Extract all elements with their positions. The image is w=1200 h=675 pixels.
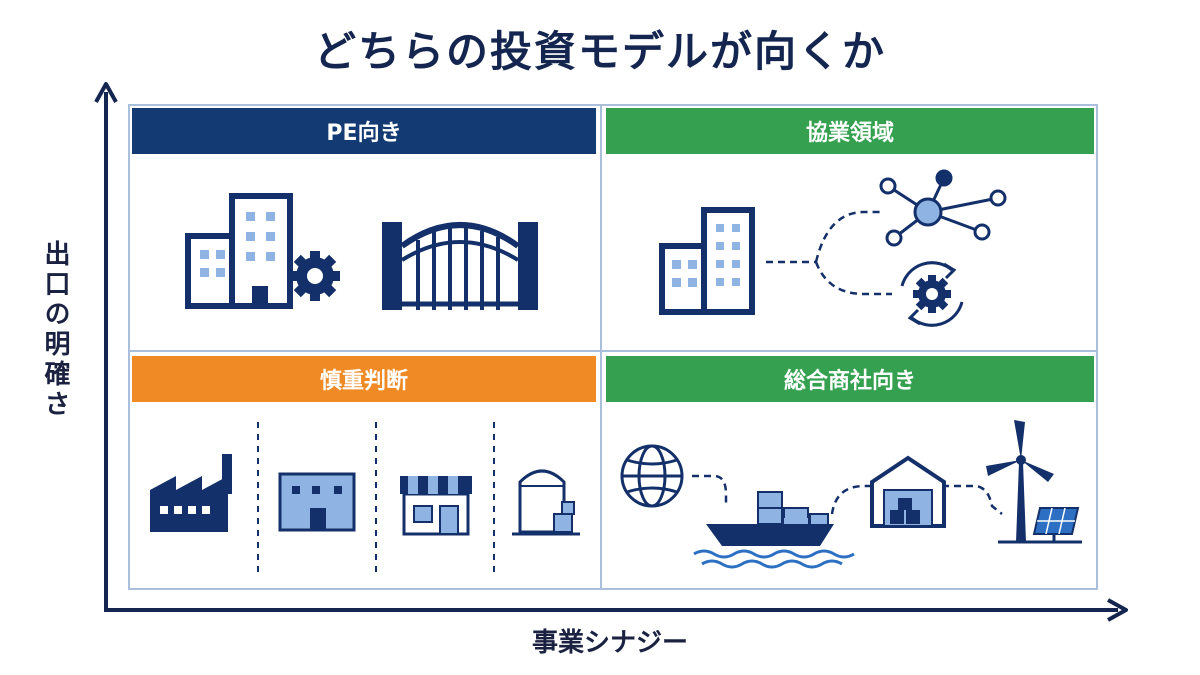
gear-cycle-icon xyxy=(900,261,964,327)
quadrant-grid xyxy=(128,104,1098,590)
factory-icon xyxy=(150,454,232,532)
quadrant-header-collaboration: 協業領域 xyxy=(606,108,1094,154)
gear-icon xyxy=(290,251,340,301)
quadrant-trading-company: 総合商社向き xyxy=(602,352,1098,590)
quadrant-pe: PE向き xyxy=(128,104,602,352)
cargo-ship-icon xyxy=(693,491,855,569)
route-lines xyxy=(692,474,1003,515)
quadrant-header-pe: PE向き xyxy=(132,108,596,154)
y-axis-label: 出口の明確さ xyxy=(40,240,70,420)
gate-icon xyxy=(382,222,538,310)
quadrant-header-cautious: 慎重判断 xyxy=(132,356,596,402)
office-building-icon xyxy=(659,207,755,315)
quadrant-cautious: 慎重判断 xyxy=(128,352,602,590)
divider-lines xyxy=(257,422,495,572)
globe-icon xyxy=(620,444,684,508)
x-axis-label: 事業シナジー xyxy=(531,628,688,658)
connector-lines xyxy=(766,210,892,296)
warehouse-icon xyxy=(870,455,946,528)
network-icon xyxy=(879,169,1007,247)
storefront-icon xyxy=(400,476,472,536)
wind-turbine-icon xyxy=(986,420,1054,544)
office-building-icon xyxy=(185,193,293,309)
solar-panel-icon xyxy=(1032,507,1082,544)
quadrant-header-trading-company: 総合商社向き xyxy=(606,356,1094,402)
storage-tank-icon xyxy=(512,469,580,536)
page-title: どちらの投資モデルが向くか xyxy=(313,27,886,76)
quadrant-collaboration: 協業領域 xyxy=(602,104,1098,352)
warehouse-icon xyxy=(278,472,356,532)
